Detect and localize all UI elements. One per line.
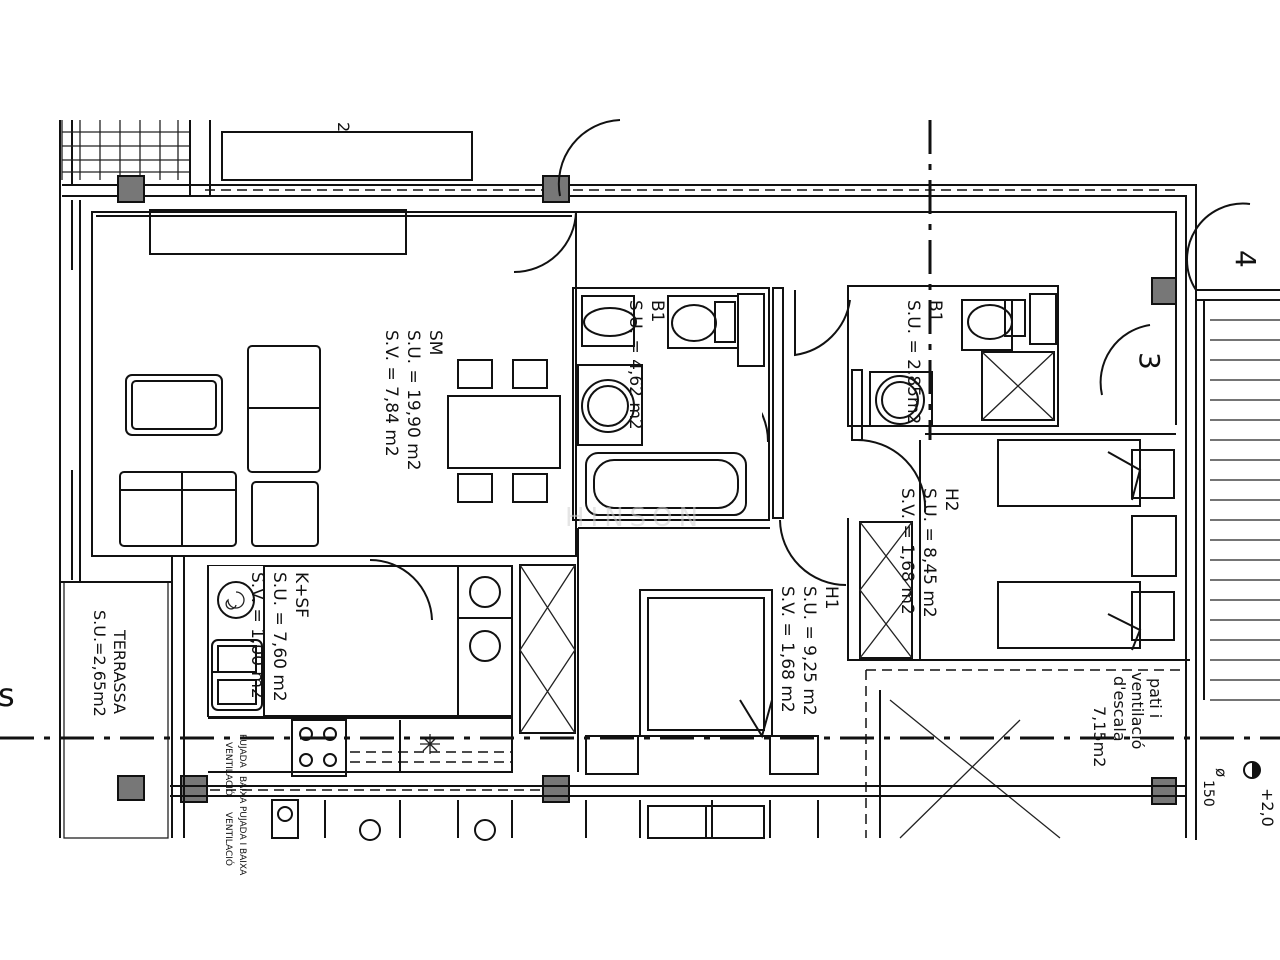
pati-ventilacio — [865, 299, 1280, 839]
sm-sv: S.V. = 7,84 m2 — [381, 330, 401, 457]
b1-right-su: S.U. = 2,85m2 — [903, 300, 923, 424]
diam-symbol: ø — [1212, 768, 1230, 777]
kitchen-su: S.U. = 7,60 m2 — [269, 572, 289, 702]
pati-line3: d'escala — [1110, 676, 1129, 742]
mark-2: 2 — [334, 122, 353, 132]
h1-name: H1 — [821, 586, 841, 610]
pati-line1: pati i — [1146, 678, 1165, 718]
pillars — [117, 175, 1177, 805]
room-label-h1: H1 S.U. = 9,25 m2 S.V. = 1,68 m2 — [777, 586, 841, 716]
h2-name: H2 — [941, 488, 961, 512]
pujada-label-1: PUJADA I BAIXA — [237, 734, 247, 804]
ventilacio-label-2: VENTILACIÓ — [223, 812, 235, 866]
vent-labels: VENTILACIÓ PUJADA I BAIXA VENTILACIÓ PUJ… — [223, 734, 247, 876]
bathroom-left — [572, 287, 784, 521]
b1-right-name: B1 — [925, 300, 945, 322]
h2-sv: S.V. = 1,68 m2 — [897, 488, 917, 615]
pati-line2: ventilació — [1128, 672, 1147, 749]
ventilacio-label-1: VENTILACIÓ — [223, 742, 235, 796]
mark-4: 4 — [1229, 250, 1262, 268]
sm-name: SM — [425, 330, 445, 355]
b1-left-su: S.U. = 4,62 m2 — [625, 300, 645, 430]
mark-3: 3 — [1133, 352, 1166, 370]
room-label-b1-left: B1 S.U. = 4,62 m2 — [625, 300, 667, 430]
terrassa-name: TERRASSA — [110, 629, 129, 714]
room-label-sm: SM S.U. = 19,90 m2 S.V. = 7,84 m2 — [381, 330, 445, 471]
diameter-mark: ø 150 +2,0 — [1200, 761, 1277, 827]
axis-lines — [0, 120, 1280, 740]
kitchen — [168, 555, 576, 838]
diam-value: 150 — [1200, 780, 1216, 807]
kitchen-sv: S.V. = 1,00 m2 — [247, 572, 267, 699]
exterior-walls — [59, 120, 1197, 840]
level-mark: +2,0 — [1258, 788, 1277, 827]
living-room-furniture — [119, 209, 561, 547]
sm-su: S.U. = 19,90 m2 — [403, 330, 423, 471]
watermark: HINSON — [565, 503, 704, 533]
h1-sv: S.V. = 1,68 m2 — [777, 586, 797, 713]
pujada-label-2: PUJADA I BAIXA — [237, 806, 247, 876]
bedroom-h1 — [519, 527, 819, 775]
h1-su: S.U. = 9,25 m2 — [799, 586, 819, 716]
h2-su: S.U. = 8,45 m2 — [919, 488, 939, 618]
kitchen-name: K+SF — [291, 572, 311, 618]
bedroom-h2 — [847, 433, 1190, 661]
top-left-structures: 2 — [61, 120, 473, 196]
room-label-kitchen: K+SF S.U. = 7,60 m2 S.V. = 1,00 m2 — [247, 572, 311, 702]
bathroom-right — [847, 285, 1059, 441]
b1-left-name: B1 — [647, 300, 667, 322]
room-label-pati: pati i ventilació d'escala 7,15m2 — [1090, 672, 1165, 767]
lower-level-fragment — [170, 785, 1186, 841]
terrassa-su: S.U.=2,65m2 — [90, 610, 109, 717]
room-label-h2: H2 S.U. = 8,45 m2 S.V. = 1,68 m2 — [897, 488, 961, 618]
edge-letter: s — [0, 676, 15, 714]
room-label-terrassa: TERRASSA S.U.=2,65m2 — [90, 610, 129, 717]
terrassa — [60, 581, 172, 839]
